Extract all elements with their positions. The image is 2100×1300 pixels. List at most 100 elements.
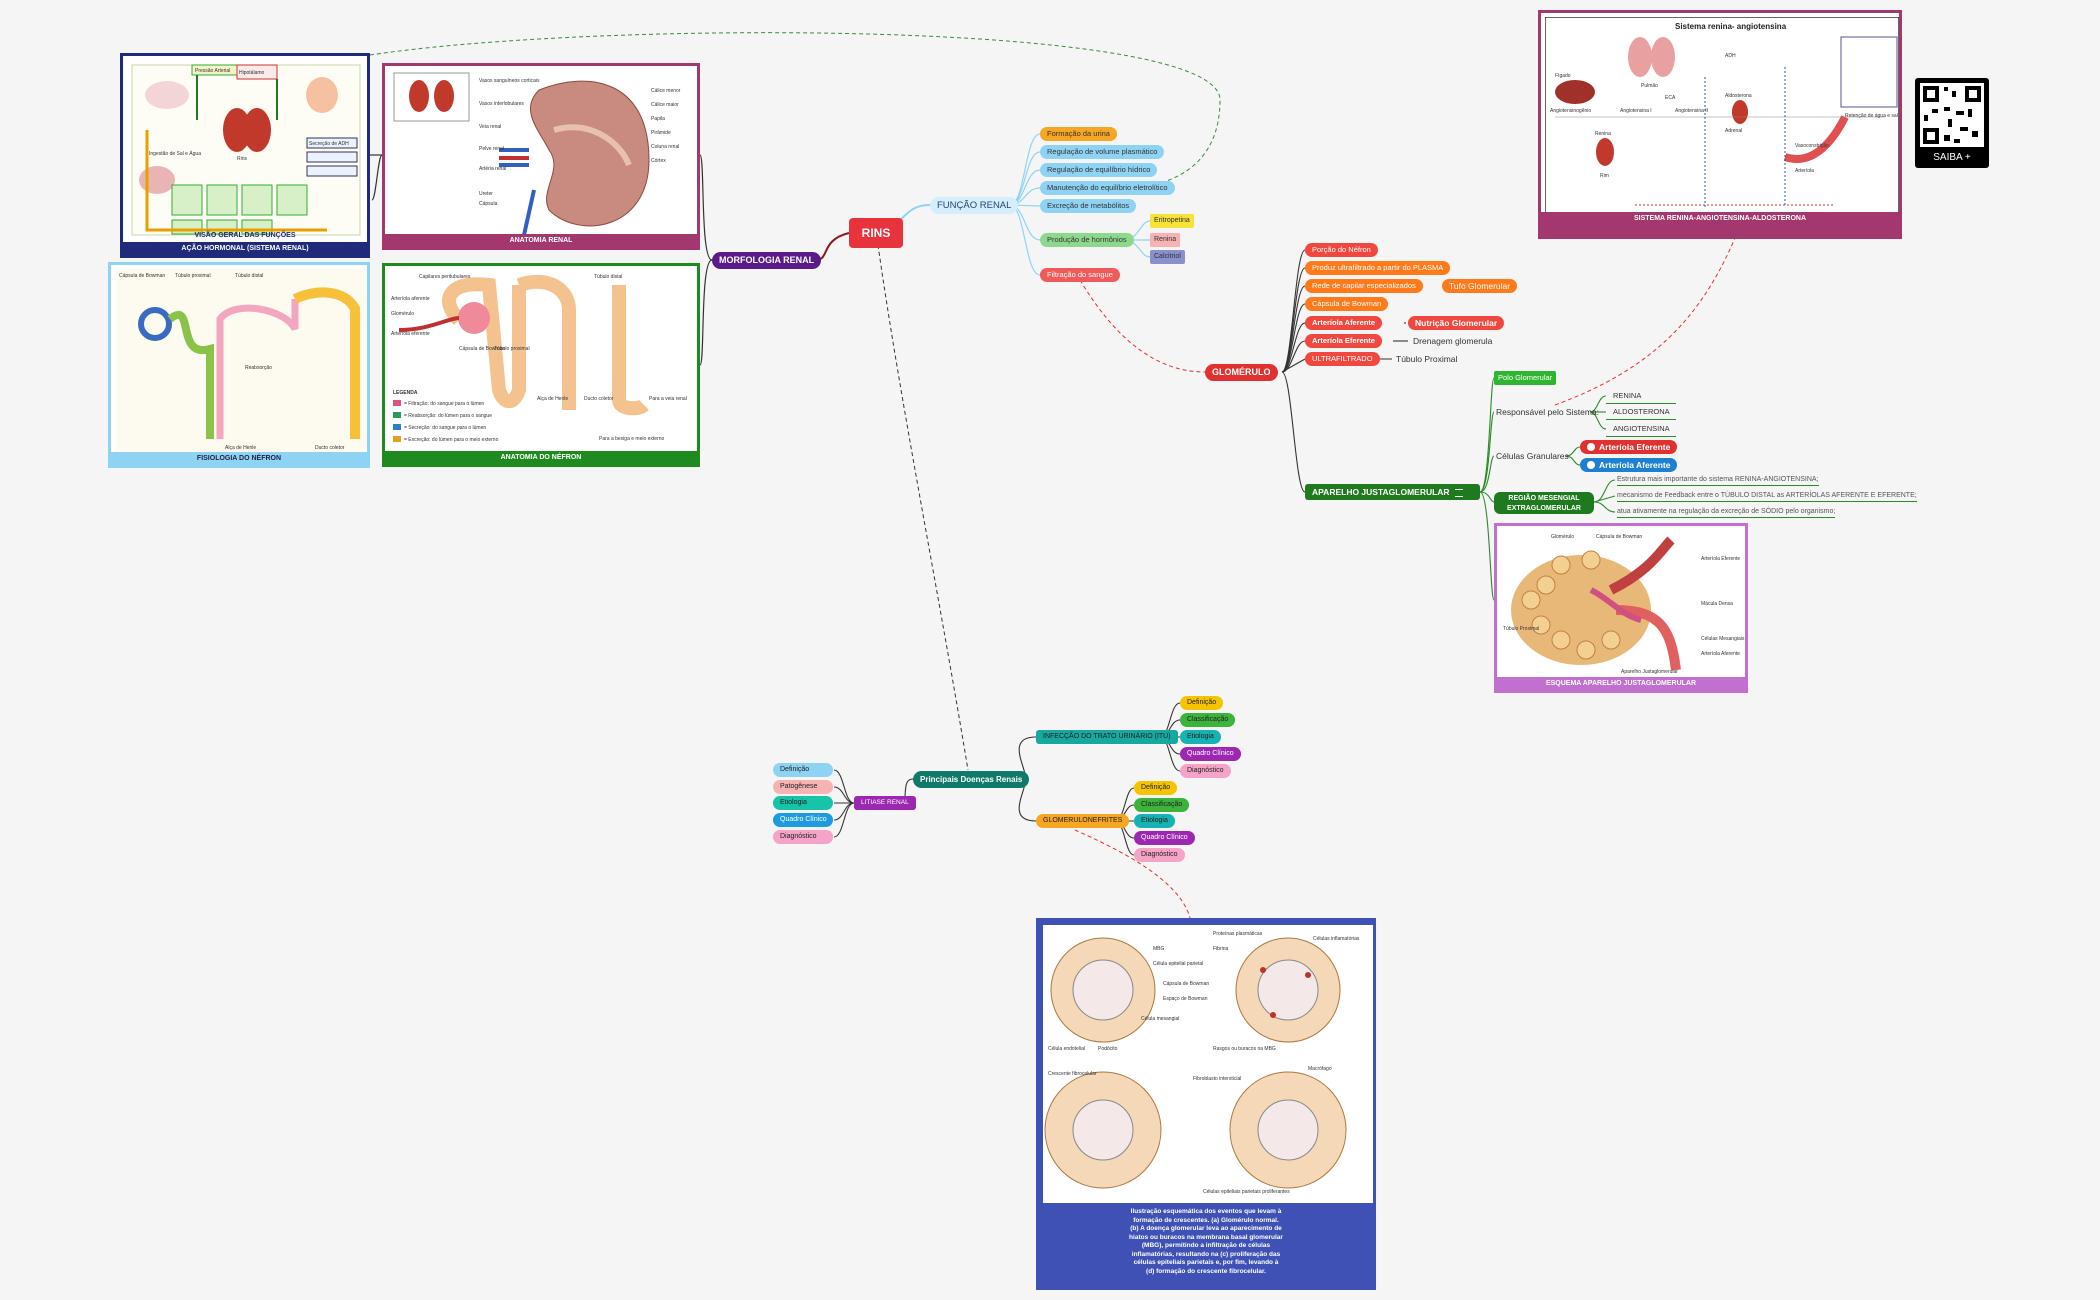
label-podocito: Podócito — [1098, 1046, 1118, 1052]
justaglomerular-caption: ESQUEMA APARELHO JUSTAGLOMERULAR — [1497, 677, 1745, 690]
itu-item-quadro-clinico[interactable]: Quadro Clínico — [1180, 747, 1241, 761]
hormone-renina[interactable]: Renina — [1150, 233, 1181, 247]
funcao-item-filtracao-do-sangue[interactable]: Filtração do sangue — [1040, 268, 1120, 282]
label-aparelho-jg: Aparelho Justaglomerular — [1621, 669, 1678, 675]
saiba-mais-qr[interactable]: SAIBA + — [1915, 78, 1989, 168]
label-fibrina: Fibrina — [1213, 946, 1229, 952]
litiase-item-quadro-clinico[interactable]: Quadro Clínico — [773, 813, 833, 827]
regiao-mesengial[interactable]: REGIÃO MESENGIAL EXTRAGLOMERULAR — [1494, 492, 1594, 514]
sistema-aldosterona[interactable]: ALDOSTERONA — [1606, 405, 1676, 420]
label-vasos-corticais: Vasos sanguíneos corticais — [479, 78, 540, 84]
glomerulo-item-arteriola-eferente[interactable]: Arteríola Eferente — [1305, 334, 1382, 348]
label-vasos-interlobulares: Vasos interlobulares — [479, 101, 524, 107]
crescentes-caption: Ilustração esquemática dos eventos que l… — [1129, 1208, 1283, 1275]
topic-glomerulo[interactable]: GLOMÉRULO — [1205, 364, 1278, 381]
sistema-renina[interactable]: RENINA — [1606, 389, 1676, 404]
label-aferente-jg: Arteríola Aferente — [1701, 651, 1740, 657]
glo-item-definicao[interactable]: Definição — [1134, 781, 1178, 795]
raa-arteriola: Arteríola — [1795, 168, 1814, 174]
litiase-node[interactable]: LITIASE RENAL — [854, 796, 916, 810]
label-mesangiais: Células Mesangiais — [1701, 636, 1745, 642]
label-calice-maior: Cálice maior — [651, 102, 679, 108]
litiase-item-diagnostico[interactable]: Diagnóstico — [773, 830, 833, 844]
litiase-item-definicao[interactable]: Definição — [773, 763, 833, 777]
label-arteriola-eferente: Arteríola eferente — [391, 331, 430, 337]
funcao-item-formacao-da-urina[interactable]: Formação da urina — [1040, 127, 1117, 141]
fisiologia-nefron-card[interactable]: Cápsula de Bowman Túbulo proximal Túbulo… — [108, 262, 370, 468]
anatomia-renal-card[interactable]: Vasos sanguíneos corticais Vasos interlo… — [382, 63, 700, 250]
label-para-bexiga: Para a bexiga e meio externo — [599, 436, 665, 442]
sistema-raa-card[interactable]: Sistema renina- angiotensina Fígado Angi… — [1538, 10, 1902, 239]
arteriola-aferente-node[interactable]: Arteríola Aferente — [1580, 458, 1678, 472]
litiase-item-etiologia[interactable]: Etiologia — [773, 796, 833, 810]
glomerulo-item-porcao-do-nefron[interactable]: Porção do Néfron — [1305, 243, 1378, 257]
tufo-glomerular[interactable]: Tufo Glomerular — [1442, 279, 1518, 293]
topic-aparelho-justaglomerular[interactable]: APARELHO JUSTAGLOMERULAR — [1305, 484, 1480, 500]
glomerulo-item-capsula-de-bowman[interactable]: Cápsula de Bowman — [1305, 297, 1389, 311]
plus-icon — [1587, 460, 1595, 469]
glomerulonefrites-node[interactable]: GLOMERULONEFRITES — [1036, 814, 1130, 828]
hormone-eritropetina[interactable]: Eritropetina — [1150, 214, 1194, 228]
glo-item-etiologia[interactable]: Etiologia — [1134, 814, 1175, 828]
tubulo-proximal[interactable]: Túbulo Proximal — [1396, 354, 1458, 364]
label-para-veia: Para a veia renal — [649, 396, 687, 402]
hormone-calcitriol[interactable]: Calcitriol — [1150, 250, 1185, 264]
justaglomerular-card[interactable]: Glomérulo Cápsula de Bowman Arteríola Ef… — [1494, 523, 1748, 693]
funcao-item-producao-de-hormonios[interactable]: Produção de hormônios — [1040, 233, 1134, 247]
regiao-label: REGIÃO MESENGIAL EXTRAGLOMERULAR — [1507, 495, 1581, 512]
label-epitelial-parietal: Célula epitelial parietal — [1153, 961, 1203, 967]
kidney-anatomy-diagram: Vasos sanguíneos corticais Vasos interlo… — [393, 72, 681, 235]
glo-item-classificacao[interactable]: Classificação — [1134, 798, 1190, 812]
funcao-item-manutencao-do-equilibrio-eletrolitico[interactable]: Manutenção do equilíbrio eletrolítico — [1040, 181, 1175, 195]
itu-item-etiologia[interactable]: Etiologia — [1180, 730, 1221, 744]
glo-item-diagnostico[interactable]: Diagnóstico — [1134, 848, 1185, 862]
label-capsula-bowman: Cápsula de Bowman — [119, 273, 165, 279]
glomerulo-item-produz-ultrafiltrado-a-partir-do-plasma[interactable]: Produz ultrafiltrado a partir do PLASMA — [1305, 261, 1451, 275]
note-icon — [1454, 488, 1463, 497]
label-glomerulo: Glomérulo — [391, 311, 414, 317]
itu-item-definicao[interactable]: Definição — [1180, 696, 1224, 710]
label-tubulo-distal-2: Túbulo distal — [594, 274, 622, 280]
raa-rim: Rim — [1600, 173, 1609, 179]
sistema-angiotensina[interactable]: ANGIOTENSINA — [1606, 422, 1676, 437]
polo-glomerular[interactable]: Polo Glomerular — [1494, 371, 1557, 385]
drenagem-glomerula[interactable]: Drenagem glomerula — [1413, 336, 1493, 346]
topic-principais-doencas[interactable]: Principais Doenças Renais — [913, 771, 1030, 788]
topic-morfologia-renal[interactable]: MORFOLOGIA RENAL — [712, 252, 822, 269]
funcao-item-regulacao-de-equilibrio-hidrico[interactable]: Regulação de equilíbrio hídrico — [1040, 163, 1158, 177]
nutricao-glomerular[interactable]: Nutrição Glomerular — [1408, 316, 1505, 330]
label-proliferantes: Células epiteliais parietais proliferant… — [1203, 1189, 1290, 1195]
itu-item-diagnostico[interactable]: Diagnóstico — [1180, 764, 1231, 778]
central-topic-rins[interactable]: RINS — [849, 218, 903, 248]
glomerulo-item-arteriola-aferente[interactable]: Arteríola Aferente — [1305, 316, 1383, 330]
label-tubulo-jg: Túbulo Proximal — [1503, 626, 1539, 632]
hormonal-diagram: Pressão Arterial Hipotálamo Ingestão de … — [131, 64, 361, 236]
anatomia-nefron-card[interactable]: Capilares peritubulares Túbulo distal Ar… — [382, 263, 700, 467]
raa-vasoconstricao: Vasoconstrição — [1795, 143, 1829, 149]
glomerulo-item-rede-de-capilar-especializados[interactable]: Rede de capilar especializados — [1305, 279, 1423, 293]
label-alca-henle-2: Alça de Henle — [537, 396, 568, 402]
qr-code-icon — [1920, 83, 1984, 147]
raa-figado: Fígado — [1555, 73, 1571, 79]
funcao-item-regulacao-de-volume-plasmatico[interactable]: Regulação de volume plasmático — [1040, 145, 1165, 159]
crescentes-card[interactable]: MBG Célula epitelial parietal Cápsula de… — [1036, 918, 1376, 1290]
itu-node[interactable]: INFECÇÃO DO TRATO URINÁRIO (ITU) — [1036, 730, 1178, 744]
acao-hormonal-card[interactable]: Pressão Arterial Hipotálamo Ingestão de … — [120, 53, 370, 258]
topic-funcao-renal[interactable]: FUNÇÃO RENAL — [930, 197, 1019, 214]
glomerulo-item-ultrafiltrado[interactable]: ULTRAFILTRADO — [1305, 352, 1380, 366]
responsavel-sistema[interactable]: Responsável pelo Sistema: — [1496, 407, 1600, 417]
celulas-granulares[interactable]: Células Granulares — [1496, 451, 1569, 461]
itu-item-classificacao[interactable]: Classificação — [1180, 713, 1236, 727]
label-papila: Papila — [651, 116, 665, 122]
legend-reabsorcao: = Reabsorção: do lúmen para o sangue — [404, 413, 492, 419]
glo-item-quadro-clinico[interactable]: Quadro Clínico — [1134, 831, 1195, 845]
label-ingestao: Ingestão de Sal e Água — [149, 150, 201, 157]
anatomia-nefron-caption: ANATOMIA DO NÉFRON — [385, 451, 697, 464]
arteriola-eferente-node[interactable]: Arteríola Eferente — [1580, 440, 1678, 454]
funcao-item-excrecao-de-metabolitos[interactable]: Excreção de metabólitos — [1040, 199, 1137, 213]
label-secrecao-adh: Secreção de ADH — [309, 141, 349, 147]
label-glomerulo-jg: Glomérulo — [1551, 534, 1574, 540]
litiase-item-patogenese[interactable]: Patogênese — [773, 780, 833, 794]
label-calice-menor: Cálice menor — [651, 88, 681, 94]
raa-title: Sistema renina- angiotensina — [1675, 22, 1787, 31]
